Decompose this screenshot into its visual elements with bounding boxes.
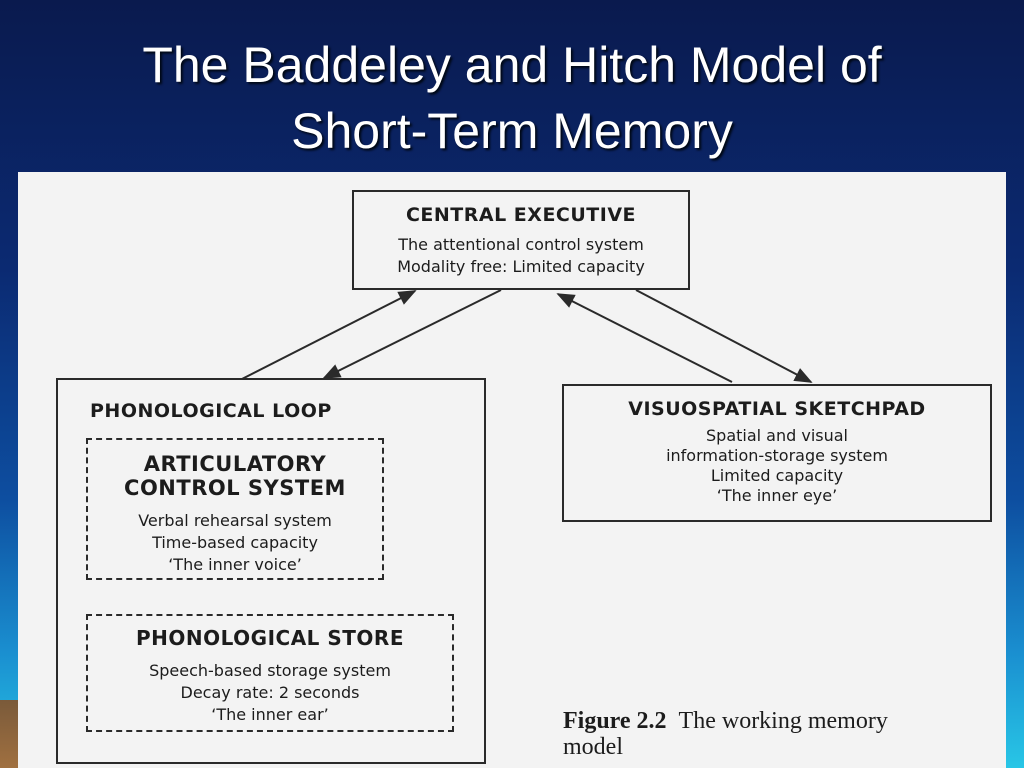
phonological-store-line-1: Speech-based storage system [149, 661, 391, 680]
arrow-sketchpad-to-executive [556, 293, 733, 383]
connector-arrows [229, 289, 813, 614]
phonological-store-text: Speech-based storage system Decay rate: … [88, 660, 452, 726]
articulatory-heading-line-1: ARTICULATORY [143, 452, 327, 476]
phonological-store-heading: PHONOLOGICAL STORE [135, 626, 404, 650]
central-executive-line-1: The attentional control system [398, 235, 644, 254]
articulatory-line-1: Verbal rehearsal system [138, 511, 332, 530]
articulatory-control-box: ARTICULATORY CONTROL SYSTEM Verbal rehea… [86, 438, 384, 580]
phonological-store-line-2: Decay rate: 2 seconds [180, 683, 360, 702]
figure-caption-text: The working memory model [563, 708, 888, 760]
articulatory-heading-line-2: CONTROL SYSTEM [124, 476, 346, 500]
central-executive-line-2: Modality free: Limited capacity [397, 257, 645, 276]
central-executive-heading: CENTRAL EXECUTIVE [405, 204, 637, 226]
articulatory-line-3: ‘The inner voice’ [168, 555, 302, 574]
visuospatial-text: Spatial and visual information-storage s… [564, 426, 990, 506]
slide-title-line-1: The Baddeley and Hitch Model of [142, 37, 882, 93]
slide-title-line-2: Short-Term Memory [291, 103, 733, 159]
figure-number: Figure 2.2 [563, 708, 667, 734]
visuospatial-line-2: information-storage system [666, 446, 888, 465]
arrow-executive-to-loop [322, 289, 502, 379]
visuospatial-line-3: Limited capacity [710, 466, 844, 485]
central-executive-text: The attentional control system Modality … [354, 234, 688, 278]
diagram-panel: CENTRAL EXECUTIVE The attentional contro… [18, 172, 1006, 768]
phonological-loop-heading: PHONOLOGICAL LOOP [90, 400, 332, 422]
visuospatial-line-4: ‘The inner eye’ [716, 486, 838, 505]
articulatory-text: Verbal rehearsal system Time-based capac… [88, 510, 382, 576]
phonological-store-line-3: ‘The inner ear’ [211, 705, 329, 724]
articulatory-heading: ARTICULATORY CONTROL SYSTEM [88, 452, 382, 500]
articulatory-line-2: Time-based capacity [152, 533, 318, 552]
slide-title: The Baddeley and Hitch Model of Short-Te… [0, 32, 1024, 164]
visuospatial-line-1: Spatial and visual [706, 426, 848, 445]
visuospatial-heading: VISUOSPATIAL SKETCHPAD [628, 398, 926, 420]
arrow-loop-to-executive [239, 290, 417, 381]
visuospatial-sketchpad-box: VISUOSPATIAL SKETCHPAD Spatial and visua… [562, 384, 992, 522]
central-executive-box: CENTRAL EXECUTIVE The attentional contro… [352, 190, 690, 290]
phonological-store-box: PHONOLOGICAL STORE Speech-based storage … [86, 614, 454, 732]
arrow-executive-to-sketchpad [635, 289, 813, 383]
